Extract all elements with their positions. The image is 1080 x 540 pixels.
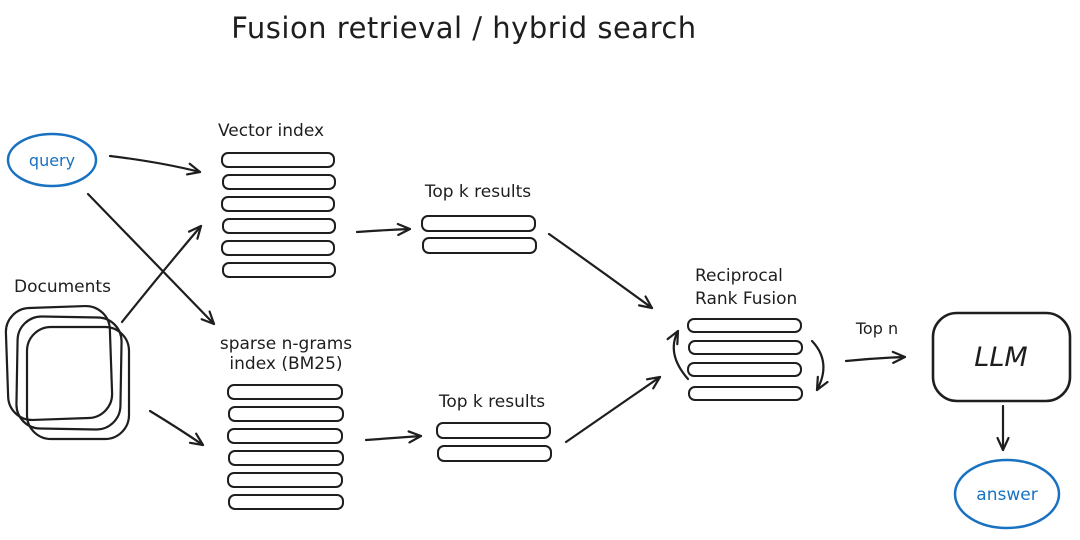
- result-row: [436, 422, 551, 439]
- sparse-index-label-line2: index (BM25): [229, 354, 342, 374]
- fused-row: [688, 386, 803, 401]
- query-node: query: [6, 132, 98, 188]
- answer-label: answer: [976, 485, 1037, 505]
- fused-row: [687, 362, 802, 377]
- cycle-arrow-left-icon: [666, 329, 690, 381]
- index-row: [222, 218, 336, 234]
- index-row: [227, 472, 343, 488]
- vector-index-node: Vector index: [218, 121, 336, 278]
- index-row: [222, 174, 336, 190]
- cycle-arrow-right-icon: [810, 339, 829, 392]
- arrow-query-to-sparse-index: [86, 192, 216, 326]
- rrf-label-line1: Reciprocal: [695, 266, 783, 286]
- query-ellipse: [6, 132, 98, 188]
- index-row: [228, 450, 344, 466]
- document-sheet-icon: [4, 304, 114, 422]
- answer-ellipse: [953, 458, 1061, 530]
- index-row: [221, 240, 335, 256]
- top-k-results-vector-node: Top k results: [421, 182, 537, 254]
- query-label: query: [29, 151, 75, 170]
- fused-row: [688, 340, 803, 355]
- result-row: [422, 237, 537, 254]
- top-k-results-vector-label: Top k results: [424, 182, 531, 202]
- vector-index-label: Vector index: [218, 121, 324, 141]
- sparse-index-label-line1: sparse n-grams: [220, 334, 352, 354]
- rrf-label-line2: Rank Fusion: [695, 289, 797, 309]
- index-row: [228, 494, 344, 510]
- documents-node: Documents: [4, 277, 131, 441]
- llm-node: LLM: [931, 311, 1072, 403]
- fused-row: [687, 318, 802, 333]
- arrow-sparse-index-to-top-k: [364, 430, 423, 444]
- arrow-top-k-sparse-to-rrf: [564, 375, 662, 444]
- sparse-index-node: sparse n-grams index (BM25): [220, 334, 352, 510]
- document-sheet-icon: [25, 325, 131, 441]
- answer-node: answer: [953, 458, 1061, 530]
- arrow-top-k-vector-to-rrf: [547, 232, 654, 310]
- llm-label: LLM: [974, 342, 1027, 373]
- result-row: [437, 445, 552, 462]
- arrow-vector-index-to-top-k: [355, 222, 412, 237]
- index-row: [228, 406, 344, 422]
- reciprocal-rank-fusion-node: Reciprocal Rank Fusion: [666, 266, 829, 401]
- top-k-results-sparse-label: Top k results: [438, 392, 545, 412]
- llm-box: [931, 311, 1072, 403]
- index-row: [227, 384, 343, 400]
- index-row: [227, 428, 343, 444]
- top-k-results-sparse-node: Top k results: [436, 392, 552, 462]
- documents-label: Documents: [14, 277, 111, 297]
- diagram-title: Fusion retrieval / hybrid search: [231, 11, 696, 45]
- index-row: [222, 262, 336, 278]
- arrow-top-n-to-llm: [844, 350, 907, 365]
- document-sheet-icon: [15, 315, 123, 431]
- arrow-query-to-vector-index: [108, 154, 202, 176]
- top-n-label: Top n: [855, 319, 898, 338]
- index-row: [221, 152, 335, 168]
- arrow-documents-to-sparse-index: [148, 409, 205, 447]
- result-row: [421, 215, 536, 232]
- arrow-documents-to-vector-index: [120, 224, 203, 324]
- index-row: [221, 196, 335, 212]
